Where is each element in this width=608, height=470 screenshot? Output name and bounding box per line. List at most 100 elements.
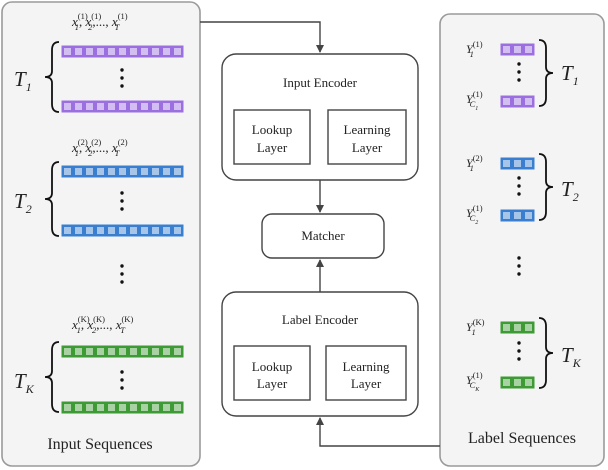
sequence-cell bbox=[75, 348, 82, 355]
task-label: TK bbox=[561, 343, 582, 370]
label-token-bar bbox=[500, 376, 535, 389]
label-name-last: Y(1)C1 bbox=[466, 89, 483, 112]
input-learning-layer bbox=[327, 109, 407, 165]
input-lookup-layer bbox=[233, 109, 311, 165]
label-token-bar bbox=[500, 209, 535, 222]
label-sequences-panel bbox=[439, 13, 605, 467]
arrow-input-to-encoder bbox=[200, 21, 324, 53]
sequence-cell bbox=[152, 227, 159, 234]
sequence-cell bbox=[97, 168, 104, 175]
sequence-cell bbox=[97, 48, 104, 55]
sequence-cell bbox=[163, 48, 170, 55]
sequence-cell bbox=[64, 404, 71, 411]
sequence-cell bbox=[108, 48, 115, 55]
label-name-first: Y(1)1 bbox=[466, 39, 483, 59]
vertical-ellipsis bbox=[517, 341, 521, 361]
sequence-cell bbox=[163, 168, 170, 175]
sequence-cell bbox=[141, 227, 148, 234]
sequence-cell bbox=[64, 168, 71, 175]
sequence-cell bbox=[108, 227, 115, 234]
input-sequence-formula: x(1)1, x(1)2,..., x(1)T bbox=[71, 11, 128, 32]
task-label: T2 bbox=[14, 189, 32, 216]
sequence-cell bbox=[119, 48, 126, 55]
sequence-cell bbox=[174, 48, 181, 55]
sequence-cell bbox=[514, 379, 521, 386]
sequence-cell bbox=[141, 404, 148, 411]
label-encoder-title: Label Encoder bbox=[282, 312, 359, 327]
task-brace bbox=[44, 341, 60, 413]
sequence-cell bbox=[97, 103, 104, 110]
sequence-cell bbox=[525, 98, 532, 105]
sequence-cell bbox=[97, 348, 104, 355]
input-task-group: x(1)1, x(1)2,..., x(1)TT1 bbox=[14, 11, 184, 113]
sequence-cell bbox=[86, 227, 93, 234]
sequence-cell bbox=[97, 404, 104, 411]
sequence-cell bbox=[86, 348, 93, 355]
sequence-cell bbox=[514, 324, 521, 331]
label-token-bar bbox=[500, 321, 535, 334]
sequence-cell bbox=[163, 227, 170, 234]
task-label: TK bbox=[14, 369, 35, 396]
sequence-cell bbox=[525, 324, 532, 331]
sequence-cell bbox=[86, 404, 93, 411]
input-encoder: Input Encoder Lookup Layer Learning Laye… bbox=[221, 53, 419, 181]
sequence-cell bbox=[174, 168, 181, 175]
sequence-cell bbox=[514, 98, 521, 105]
sequence-cell bbox=[86, 168, 93, 175]
vertical-ellipsis bbox=[120, 370, 124, 390]
input-lookup-label-line1: Lookup bbox=[252, 122, 292, 137]
sequence-cell bbox=[64, 227, 71, 234]
sequence-cell bbox=[152, 348, 159, 355]
sequence-cell bbox=[152, 404, 159, 411]
label-task-group: Y(1)1Y(1)C1 T1 bbox=[466, 39, 579, 112]
label-name-first: Y(2)1 bbox=[466, 153, 483, 173]
sequence-cell bbox=[75, 404, 82, 411]
label-token-bar bbox=[500, 43, 535, 56]
label-name-first: Y(K)1 bbox=[466, 317, 485, 337]
sequence-cell bbox=[75, 48, 82, 55]
vertical-ellipsis bbox=[120, 68, 124, 88]
label-encoder: Label Encoder Lookup Layer Learning Laye… bbox=[221, 291, 419, 417]
sequence-cell bbox=[503, 98, 510, 105]
task-label: T2 bbox=[561, 177, 579, 204]
sequence-cell bbox=[130, 227, 137, 234]
between-tasks-ellipsis bbox=[517, 256, 521, 276]
sequence-cell bbox=[141, 348, 148, 355]
sequence-cell bbox=[130, 103, 137, 110]
label-name-last: Y(1)CK bbox=[466, 370, 483, 393]
sequence-cell bbox=[119, 348, 126, 355]
sequence-cell bbox=[130, 48, 137, 55]
label-lookup-label-line1: Lookup bbox=[252, 359, 292, 374]
task-brace bbox=[44, 161, 60, 237]
task-brace bbox=[538, 317, 554, 389]
input-token-bar bbox=[61, 345, 184, 358]
sequence-cell bbox=[130, 404, 137, 411]
input-sequence-formula: x(2)1, x(2)2,..., x(2)T bbox=[71, 137, 128, 158]
arrow-labels-to-encoder bbox=[316, 417, 440, 447]
vertical-ellipsis bbox=[120, 191, 124, 211]
task-brace bbox=[538, 153, 554, 221]
sequence-cell bbox=[152, 48, 159, 55]
sequence-cell bbox=[119, 168, 126, 175]
sequence-cell bbox=[525, 46, 532, 53]
sequence-cell bbox=[503, 160, 510, 167]
sequence-cell bbox=[163, 404, 170, 411]
input-learning-label-line1: Learning bbox=[344, 122, 391, 137]
label-token-bar bbox=[500, 157, 535, 170]
label-learning-layer bbox=[325, 345, 407, 401]
input-encoder-title: Input Encoder bbox=[283, 75, 358, 90]
sequence-cell bbox=[130, 348, 137, 355]
input-sequence-formula: x(K)1, x(K)2,..., x(K)T bbox=[71, 314, 133, 335]
task-label: T1 bbox=[561, 61, 579, 88]
sequence-cell bbox=[174, 227, 181, 234]
input-task-group: x(K)1, x(K)2,..., x(K)T TK bbox=[14, 314, 184, 414]
sequence-cell bbox=[152, 168, 159, 175]
sequence-cell bbox=[514, 46, 521, 53]
vertical-ellipsis bbox=[517, 176, 521, 196]
sequence-cell bbox=[174, 103, 181, 110]
sequence-cell bbox=[503, 379, 510, 386]
sequence-cell bbox=[163, 348, 170, 355]
sequence-cell bbox=[141, 103, 148, 110]
